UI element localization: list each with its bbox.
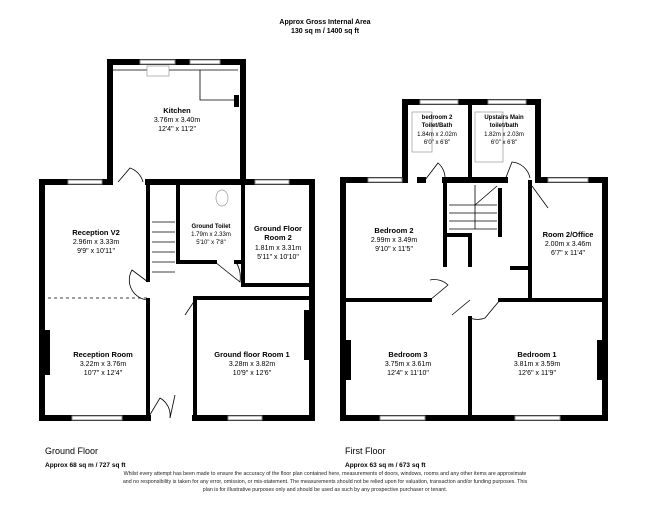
room-label: 12'4" x 11'10": [387, 370, 429, 377]
room-label: 3.22m x 3.76m: [80, 361, 126, 368]
first-stairs: [449, 185, 498, 230]
room-label: Room 2: [264, 233, 292, 242]
room-label: 1.84m x 2.02m: [417, 132, 457, 138]
sink-fixture: [146, 65, 170, 77]
room-label: 2.96m x 3.33m: [73, 239, 119, 246]
room-label: bedroom 2: [422, 115, 453, 121]
kitchen-walls: [107, 59, 246, 185]
room-label: Upstairs Main: [484, 115, 524, 121]
window: [189, 59, 221, 65]
room-label: 10'7" x 12'4": [84, 370, 123, 377]
room-label: 3.76m x 3.40m: [154, 117, 200, 124]
room-label: 6'0" x 6'8": [424, 140, 450, 146]
room-label: 5'11" x 10'10": [257, 254, 299, 261]
room-label: 3.81m x 3.59m: [514, 361, 560, 368]
room-label: 1.79m x 2.33m: [191, 232, 231, 238]
room-label: 2.00m x 3.46m: [545, 241, 591, 248]
first-floor-plan: bedroom 2 Toilet/Bath 1.84m x 2.02m 6'0"…: [340, 99, 608, 421]
room-label: Room 2/Office: [543, 230, 594, 239]
ground-floor-area: Approx 68 sq m / 727 sq ft: [45, 462, 126, 469]
room-label: Reception Room: [73, 350, 133, 359]
room-label: Bedroom 3: [388, 350, 427, 359]
room-label: 12'4" x 11'2": [158, 126, 196, 133]
first-outer-walls: [340, 177, 608, 421]
room-label: Kitchen: [163, 106, 191, 115]
header-area: 130 sq m / 1400 sq ft: [290, 28, 360, 35]
room-label: Ground Toilet: [192, 224, 231, 230]
room-label: Ground Floor: [254, 224, 302, 233]
room-label: 6'0" x 6'8": [491, 140, 517, 146]
room-label: 6'7" x 11'4": [551, 250, 585, 257]
gross-area-header: Approx Gross Internal Area 130 sq m / 14…: [0, 18, 650, 36]
first-floor-label: First Floor: [345, 446, 386, 456]
room-label: 3.28m x 3.82m: [229, 361, 275, 368]
room-label: toilet/bath: [490, 123, 519, 129]
first-floor-area: Approx 63 sq m / 673 sq ft: [345, 462, 426, 469]
room-label: Ground floor Room 1: [214, 350, 289, 359]
room-label: 3.75m x 3.61m: [385, 361, 431, 368]
header-title: Approx Gross Internal Area: [279, 19, 371, 26]
room-label: 10'9" x 12'6": [233, 370, 272, 377]
room-label: Reception V2: [72, 228, 120, 237]
ground-floor-plan: Kitchen 3.76m x 3.40m 12'4" x 11'2" Rece…: [39, 59, 315, 421]
room-label: 9'10" x 11'5": [375, 246, 413, 253]
room-label: 5'10" x 7'8": [196, 240, 226, 246]
bath-fixture: [474, 111, 504, 163]
room-label: 9'9" x 10'11": [77, 248, 115, 255]
room-label: 2.99m x 3.49m: [371, 237, 417, 244]
disclaimer: Whilst every attempt has been made to en…: [122, 471, 528, 493]
ground-stairs: [152, 221, 175, 273]
bath-fixture: [411, 111, 433, 153]
room-label: 12'6" x 11'9": [518, 370, 556, 377]
kitchen-counter: [113, 69, 238, 101]
room-label: Bedroom 1: [517, 350, 556, 359]
room-label: Bedroom 2: [374, 226, 413, 235]
ground-floor-label: Ground Floor: [45, 446, 99, 456]
window: [139, 59, 176, 65]
room-label: 1.82m x 2.03m: [484, 132, 524, 138]
room-label: Toilet/Bath: [422, 123, 453, 129]
room-label: 1.81m x 3.31m: [255, 245, 301, 252]
toilet-fixture: [215, 189, 229, 207]
